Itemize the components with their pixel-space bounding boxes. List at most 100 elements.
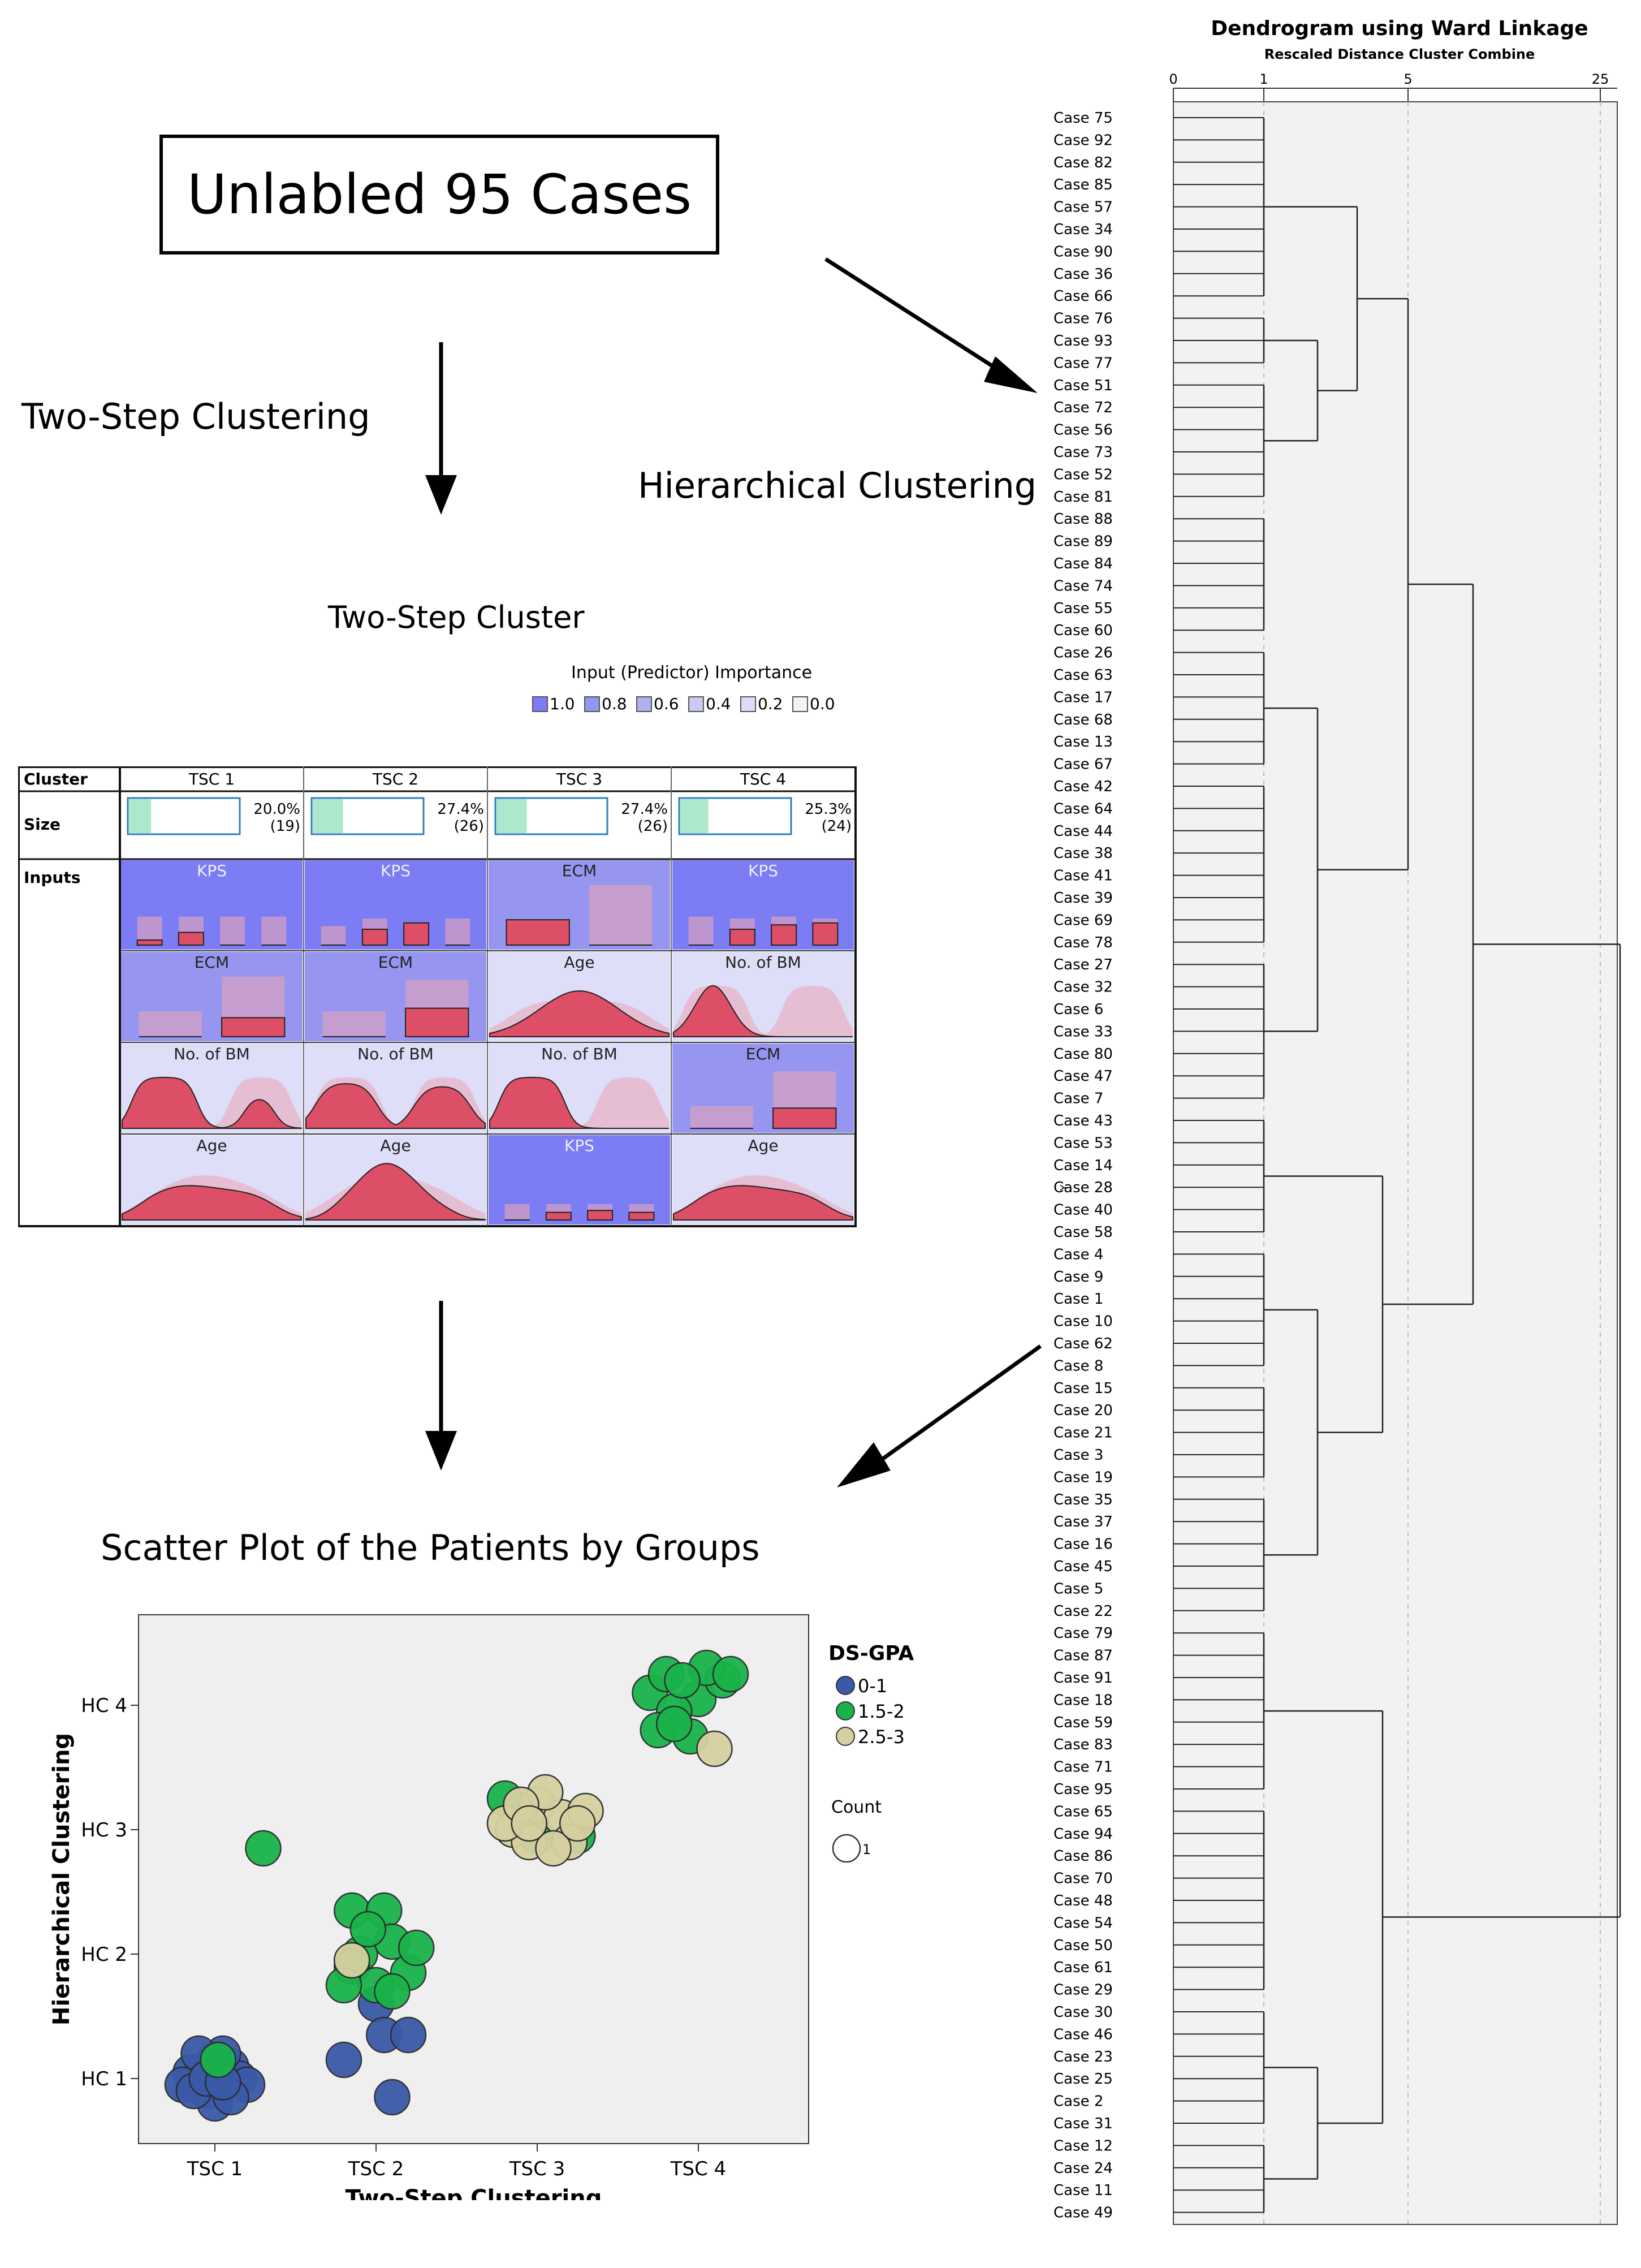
size-bar-fill	[680, 799, 709, 833]
input-bar	[405, 1007, 469, 1038]
input-bar	[361, 929, 388, 946]
input-bar-bg	[690, 1106, 753, 1128]
scatter-point	[656, 1705, 693, 1743]
case-label: Case 12	[1053, 2137, 1113, 2154]
y-axis-label: Hierarchical Clustering	[49, 1733, 75, 2025]
size-bar-fill	[313, 799, 343, 833]
x-tick-label: TSC 1	[187, 2158, 243, 2180]
case-label: Case 85	[1053, 176, 1113, 193]
case-label: Case 26	[1053, 645, 1113, 662]
case-label: Case 82	[1053, 154, 1113, 171]
case-label: Case 78	[1053, 934, 1113, 951]
case-label: Case 51	[1053, 377, 1113, 394]
case-label: Case 81	[1053, 489, 1113, 506]
legend-swatch	[584, 696, 600, 712]
case-label: Case 60	[1053, 622, 1113, 639]
scatter-point	[245, 1830, 282, 1867]
input-bar	[136, 939, 163, 946]
input-bar-bg	[688, 916, 714, 945]
input-name: Age	[564, 953, 594, 972]
size-bar-fill	[129, 799, 152, 833]
case-label: Case 15	[1053, 1380, 1113, 1397]
size-n: (26)	[638, 818, 668, 835]
input-name: Age	[196, 1136, 227, 1155]
input-bar-bg	[589, 885, 653, 945]
scatter-title: Scatter Plot of the Patients by Groups	[101, 1527, 760, 1568]
case-label: Case 35	[1053, 1491, 1113, 1508]
dendro-title: Dendrogram using Ward Linkage	[1211, 17, 1588, 40]
scatter-point	[325, 2041, 362, 2079]
x-tick-label: TSC 4	[670, 2158, 727, 2180]
case-label: Case 14	[1053, 1157, 1113, 1174]
input-dist	[305, 1083, 486, 1129]
case-label: Case 91	[1053, 1670, 1113, 1687]
case-label: Case 58	[1053, 1224, 1113, 1241]
row-label-size: Size	[24, 815, 61, 834]
legend-marker	[836, 1727, 855, 1746]
case-label: Case 57	[1053, 199, 1113, 216]
input-name: Age	[748, 1136, 778, 1155]
input-dist	[122, 1076, 302, 1129]
size-bar-fill	[496, 799, 527, 833]
case-label: Case 69	[1053, 912, 1113, 929]
input-dist	[673, 985, 853, 1037]
input-bar	[178, 932, 204, 946]
input-dist	[489, 1076, 669, 1129]
twostep-title: Two-Step Cluster	[328, 600, 585, 635]
case-label: Case 17	[1053, 689, 1113, 706]
case-label: Case 70	[1053, 1870, 1113, 1887]
scatter-point	[398, 1929, 435, 1967]
case-label: Case 83	[1053, 1736, 1113, 1753]
scatter-point	[349, 1911, 386, 1948]
count-value: 1	[862, 1842, 871, 1857]
case-label: Case 32	[1053, 979, 1113, 996]
hierarchical-label: Hierarchical Clustering	[638, 465, 1037, 506]
scatter-point	[696, 1730, 733, 1767]
case-label: Case 86	[1053, 1848, 1113, 1865]
input-name: KPS	[381, 861, 411, 880]
case-label: Case 18	[1053, 1692, 1113, 1709]
case-label: Case 62	[1053, 1335, 1113, 1352]
input-name: ECM	[378, 953, 413, 972]
legend-title: DS-GPA	[828, 1642, 914, 1665]
case-label: Case 84	[1053, 555, 1113, 572]
case-label: Case 95	[1053, 1781, 1113, 1798]
case-label: Case 75	[1053, 110, 1113, 127]
legend-label: 0.8	[602, 695, 627, 713]
case-label: Case 43	[1053, 1113, 1113, 1129]
input-bar	[403, 922, 430, 946]
case-label: Case 45	[1053, 1558, 1113, 1575]
scatter-point	[374, 1973, 411, 2010]
dendro-subtitle: Rescaled Distance Cluster Combine	[1264, 46, 1535, 62]
case-label: Case 87	[1053, 1648, 1113, 1665]
two-step-label: Two-Step Clustering	[21, 396, 370, 437]
case-label: Case 49	[1053, 2205, 1113, 2222]
size-pct: 27.4%	[621, 801, 668, 818]
scatter-point	[712, 1655, 749, 1693]
case-label: Case 5	[1053, 1580, 1103, 1597]
case-label: Case 67	[1053, 756, 1113, 773]
title-box-text: Unlabled 95 Cases	[187, 163, 692, 226]
input-bar-bg	[322, 1011, 386, 1037]
scatter-point	[511, 1805, 547, 1842]
legend-swatch	[532, 696, 548, 712]
case-label: Case 73	[1053, 444, 1113, 461]
scatter-point	[535, 1830, 572, 1867]
legend-label: 1.0	[550, 695, 575, 713]
case-label: Case 55	[1053, 600, 1113, 617]
case-label: Case 2	[1053, 2093, 1103, 2110]
case-label: Case 76	[1053, 311, 1113, 327]
case-label: Case 11	[1053, 2182, 1113, 2199]
input-dist	[305, 1163, 486, 1221]
input-bar	[729, 929, 755, 946]
dendro-plot-area	[1173, 101, 1618, 2225]
dendro-tick-label: 25	[1592, 71, 1609, 87]
case-label: Case 52	[1053, 466, 1113, 483]
scatter-point	[334, 1942, 370, 1979]
legend-swatch	[636, 696, 652, 712]
input-bar	[506, 919, 570, 946]
input-name: KPS	[748, 861, 778, 880]
count-marker	[832, 1834, 861, 1863]
input-bar	[628, 1211, 655, 1221]
